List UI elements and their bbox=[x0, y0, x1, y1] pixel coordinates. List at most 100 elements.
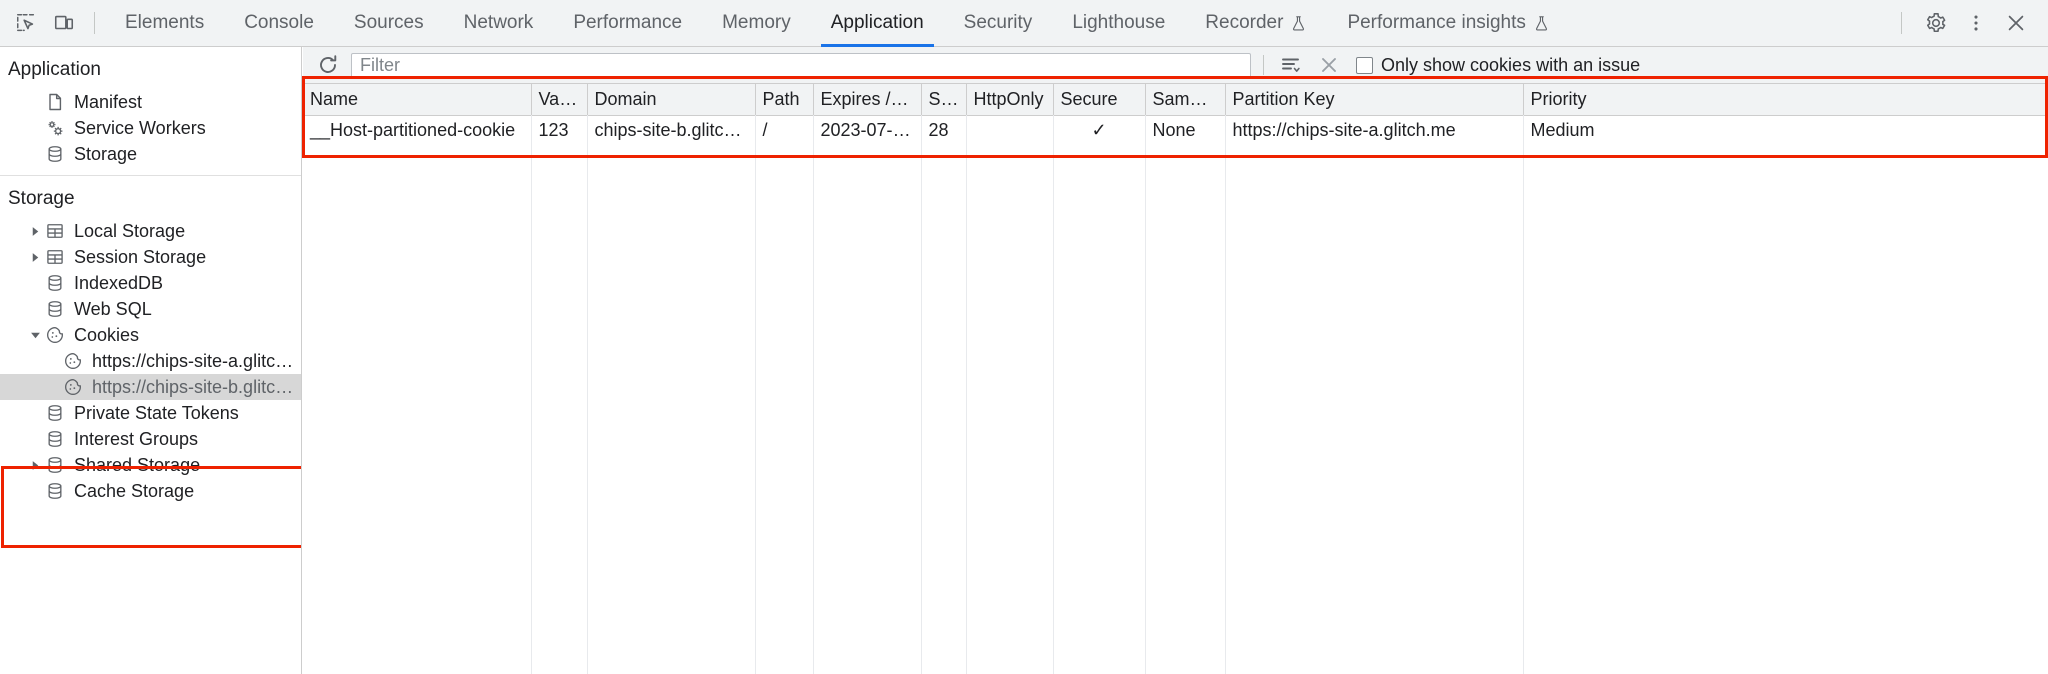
cell-empty bbox=[813, 235, 922, 265]
sidebar-item-cache-storage[interactable]: Cache Storage bbox=[0, 478, 301, 504]
settings-gear-icon[interactable] bbox=[1918, 5, 1954, 41]
clear-all-cookies-icon[interactable] bbox=[1314, 51, 1344, 79]
tab-performance[interactable]: Performance bbox=[553, 0, 702, 47]
cell-empty bbox=[303, 205, 532, 235]
clear-filters-icon[interactable] bbox=[1276, 51, 1306, 79]
sidebar-item-https-chips-site-a-glitch-me[interactable]: https://chips-site-a.glitch.me bbox=[0, 348, 301, 374]
device-toolbar-icon[interactable] bbox=[46, 5, 82, 41]
filter-input[interactable] bbox=[351, 52, 1251, 78]
cell-empty bbox=[755, 475, 814, 505]
cookies-main-panel: Only show cookies with an issue NameValu… bbox=[303, 47, 2048, 674]
cell-empty bbox=[587, 295, 756, 325]
cell-empty bbox=[1053, 175, 1146, 205]
table-empty-row bbox=[303, 505, 2048, 535]
cell-empty bbox=[813, 145, 922, 175]
cell-empty bbox=[813, 295, 922, 325]
only-issues-checkbox-row[interactable]: Only show cookies with an issue bbox=[1356, 55, 1640, 76]
cell-empty bbox=[755, 295, 814, 325]
sidebar-item-private-state-tokens[interactable]: Private State Tokens bbox=[0, 400, 301, 426]
cell-empty bbox=[1053, 505, 1146, 535]
tab-memory[interactable]: Memory bbox=[702, 0, 811, 47]
cell-empty bbox=[755, 415, 814, 445]
cell-empty bbox=[531, 325, 588, 355]
tab-elements[interactable]: Elements bbox=[105, 0, 224, 47]
cell-empty bbox=[1225, 265, 1524, 295]
column-header-size[interactable]: Size bbox=[921, 84, 967, 116]
cell-empty bbox=[966, 355, 1054, 385]
cell-empty bbox=[813, 265, 922, 295]
cell-empty bbox=[587, 445, 756, 475]
tab-lighthouse[interactable]: Lighthouse bbox=[1052, 0, 1185, 47]
cell-empty bbox=[1053, 475, 1146, 505]
sidebar-item-manifest[interactable]: Manifest bbox=[0, 89, 301, 115]
cell-samesite: None bbox=[1145, 115, 1226, 145]
cell-name: __Host-partitioned-cookie bbox=[303, 115, 532, 145]
cell-empty bbox=[531, 205, 588, 235]
close-devtools-icon[interactable] bbox=[1998, 5, 2034, 41]
cell-empty bbox=[531, 355, 588, 385]
sidebar-item-interest-groups[interactable]: Interest Groups bbox=[0, 426, 301, 452]
cell-empty bbox=[1225, 385, 1524, 415]
cell-empty bbox=[921, 175, 967, 205]
cell-empty bbox=[1523, 265, 2048, 295]
column-header-path[interactable]: Path bbox=[755, 84, 814, 116]
cell-empty bbox=[1225, 175, 1524, 205]
sidebar-item-storage[interactable]: Storage bbox=[0, 141, 301, 167]
column-header-priority[interactable]: Priority bbox=[1523, 84, 2048, 116]
cell-empty bbox=[1145, 475, 1226, 505]
cell-empty bbox=[966, 595, 1054, 625]
tab-recorder[interactable]: Recorder bbox=[1185, 0, 1327, 47]
sidebar-item-https-chips-site-b-glitch-me[interactable]: https://chips-site-b.glitch.me bbox=[0, 374, 301, 400]
sidebar-item-service-workers[interactable]: Service Workers bbox=[0, 115, 301, 141]
tab-application[interactable]: Application bbox=[811, 0, 944, 47]
sidebar-item-web-sql[interactable]: Web SQL bbox=[0, 296, 301, 322]
column-header-partition-key[interactable]: Partition Key bbox=[1225, 84, 1524, 116]
cell-empty bbox=[531, 145, 588, 175]
cell-empty bbox=[966, 445, 1054, 475]
chevron-right-icon[interactable] bbox=[26, 248, 44, 266]
only-issues-checkbox[interactable] bbox=[1356, 56, 1373, 74]
more-options-kebab-icon[interactable] bbox=[1958, 5, 1994, 41]
cell-empty bbox=[1145, 505, 1226, 535]
refresh-icon[interactable] bbox=[313, 51, 343, 79]
column-header-samesite[interactable]: SameSite bbox=[1145, 84, 1226, 116]
column-header-httponly[interactable]: HttpOnly bbox=[966, 84, 1054, 116]
column-header-expires[interactable]: Expires / M… bbox=[813, 84, 922, 116]
chevron-down-icon[interactable] bbox=[26, 326, 44, 344]
column-header-domain[interactable]: Domain bbox=[587, 84, 756, 116]
tab-security[interactable]: Security bbox=[944, 0, 1053, 47]
cell-empty bbox=[531, 385, 588, 415]
inspect-element-icon[interactable] bbox=[8, 5, 44, 41]
sidebar-item-local-storage[interactable]: Local Storage bbox=[0, 218, 301, 244]
column-header-name[interactable]: Name bbox=[303, 84, 532, 116]
cell-empty bbox=[755, 265, 814, 295]
sidebar-item-session-storage[interactable]: Session Storage bbox=[0, 244, 301, 270]
tab-console[interactable]: Console bbox=[224, 0, 334, 47]
cell-empty bbox=[755, 385, 814, 415]
column-header-secure[interactable]: Secure bbox=[1053, 84, 1146, 116]
sidebar-item-cookies[interactable]: Cookies bbox=[0, 322, 301, 348]
cell-empty bbox=[966, 235, 1054, 265]
column-header-value[interactable]: Value bbox=[531, 84, 588, 116]
sidebar-item-shared-storage[interactable]: Shared Storage bbox=[0, 452, 301, 478]
cell-empty bbox=[966, 265, 1054, 295]
chevron-right-icon[interactable] bbox=[26, 456, 44, 474]
cell-empty bbox=[1225, 475, 1524, 505]
tab-network[interactable]: Network bbox=[444, 0, 554, 47]
chevron-right-icon[interactable] bbox=[26, 222, 44, 240]
cell-empty bbox=[587, 145, 756, 175]
cell-secure: ✓ bbox=[1053, 115, 1146, 145]
cell-empty bbox=[813, 565, 922, 595]
cell-path: / bbox=[755, 115, 814, 145]
sidebar-item-label: Service Workers bbox=[74, 117, 206, 138]
sidebar-item-indexeddb[interactable]: IndexedDB bbox=[0, 270, 301, 296]
tab-performance-insights[interactable]: Performance insights bbox=[1327, 0, 1569, 47]
cell-empty bbox=[966, 565, 1054, 595]
cell-expires: 2023-07-07… bbox=[813, 115, 922, 145]
tab-sources[interactable]: Sources bbox=[334, 0, 444, 47]
cell-empty bbox=[1053, 415, 1146, 445]
